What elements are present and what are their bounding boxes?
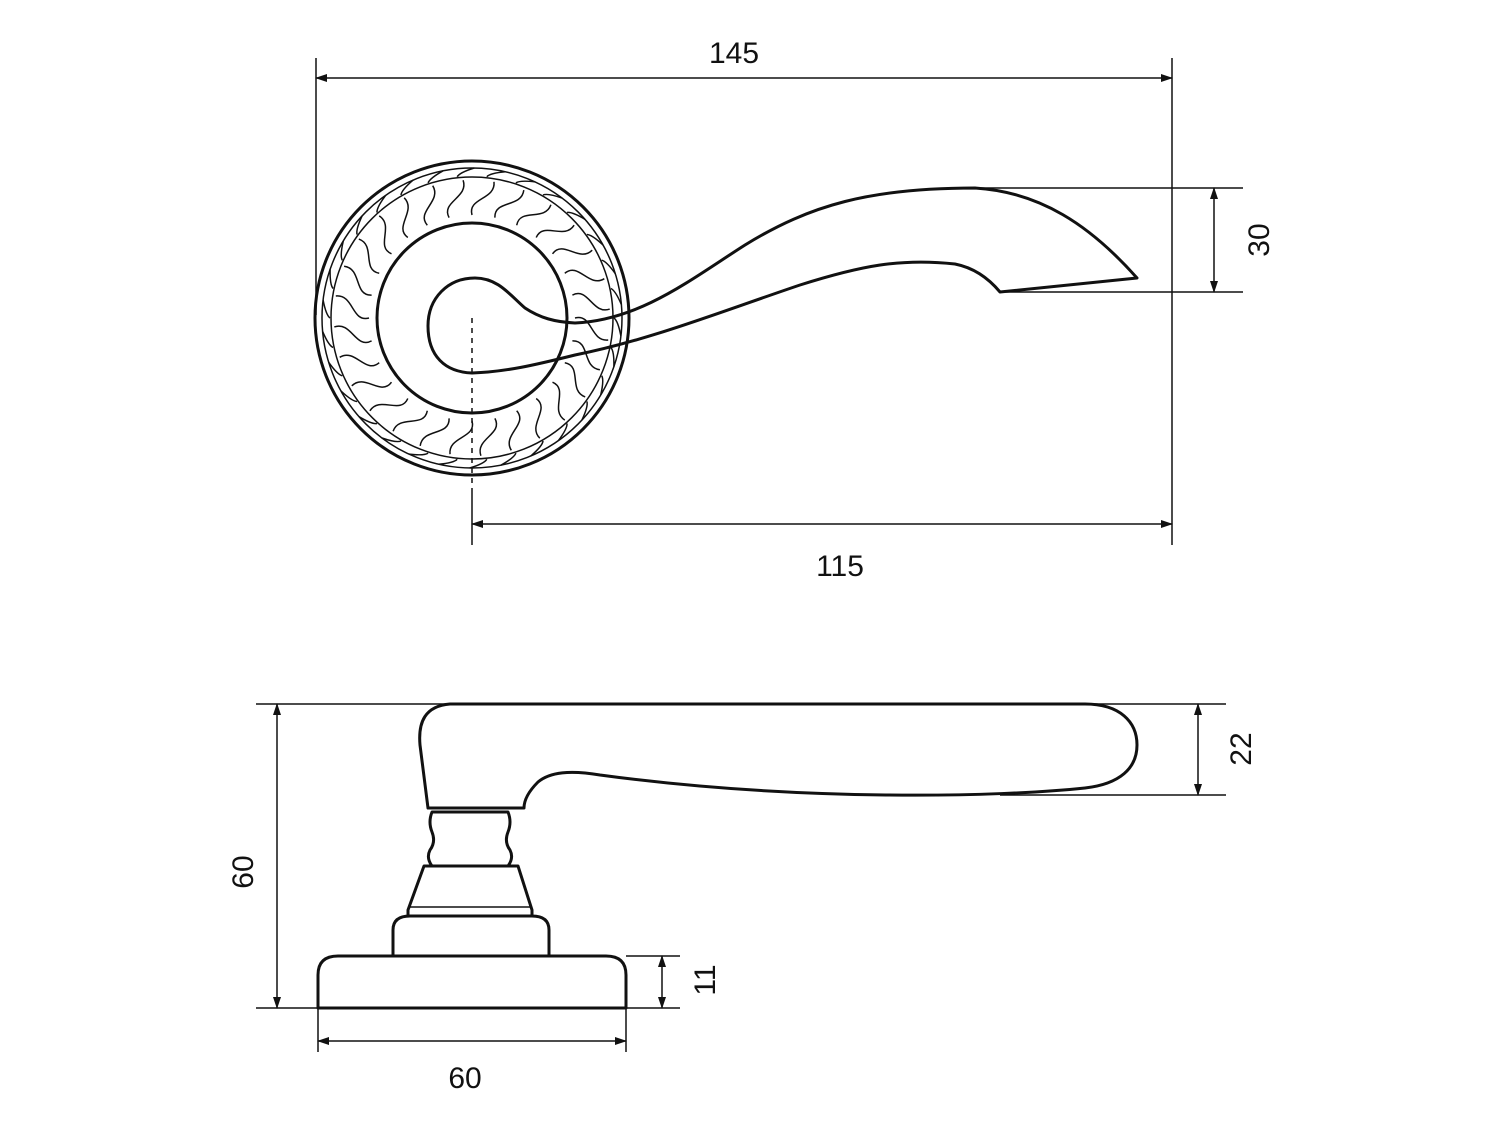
rope-twist: [610, 347, 615, 367]
rope-twist: [469, 458, 488, 469]
rope-twist: [340, 240, 345, 261]
rope-pattern: [321, 167, 623, 469]
rope-twist: [479, 418, 498, 456]
rope-twist: [327, 361, 343, 377]
rope-twist: [335, 295, 370, 320]
rope-twist: [408, 452, 429, 456]
rope-twist: [456, 167, 475, 178]
rope-twist: [500, 452, 517, 466]
rope-twist: [572, 340, 601, 371]
rope-twist: [551, 248, 593, 255]
rope-twist: [378, 215, 392, 255]
rope-twist: [351, 381, 393, 388]
rope-twist: [530, 440, 544, 457]
rope-twist: [508, 410, 521, 451]
rope-twist: [381, 437, 402, 443]
rope-twist: [515, 204, 552, 226]
rope-twist: [613, 317, 622, 337]
rope-twist: [574, 316, 609, 341]
rope-twist: [438, 458, 458, 465]
lever-top-outline: [426, 186, 1139, 375]
rope-twist: [358, 238, 380, 275]
rope-twist: [322, 299, 331, 319]
dimension-label-60-height: 60: [227, 855, 260, 888]
rope-twist: [535, 397, 542, 439]
rope-twist: [321, 331, 334, 349]
rope-twist: [586, 233, 604, 246]
rope-twist: [552, 381, 566, 421]
rope-twist: [329, 269, 334, 289]
top-view: 145 115 30: [313, 37, 1276, 583]
rosette-step: [391, 914, 551, 958]
dimension-label-145: 145: [709, 37, 759, 70]
side-view: 60 22 11 60: [227, 702, 1258, 1095]
rope-twist: [470, 181, 495, 216]
rope-twist: [601, 259, 617, 275]
rope-twist: [564, 269, 605, 282]
rope-twist: [494, 189, 525, 218]
rope-twist: [581, 401, 588, 421]
rope-twist: [392, 410, 429, 432]
rope-twist: [427, 170, 444, 184]
dimension-label-115: 115: [816, 550, 864, 583]
rosette-base: [316, 954, 628, 1010]
rope-twist: [572, 292, 610, 311]
rope-twist: [610, 287, 623, 305]
rosette-outer-circle: [313, 159, 631, 477]
neck-collar: [426, 810, 514, 868]
rope-twist: [542, 193, 563, 199]
rope-twist: [423, 185, 436, 226]
rope-twist: [446, 180, 465, 218]
rope-twist: [358, 416, 378, 425]
rope-twist: [419, 418, 450, 447]
rope-twist: [557, 423, 568, 442]
rope-twist: [339, 354, 380, 367]
rope-twist: [334, 325, 372, 344]
rope-twist: [343, 265, 372, 296]
rope-twist: [566, 211, 586, 220]
rope-twist: [340, 390, 358, 403]
rope-twist: [402, 197, 409, 239]
rope-twist: [564, 361, 586, 398]
rope-twist: [400, 179, 414, 196]
dimension-label-22: 22: [1225, 732, 1258, 765]
rope-twist: [486, 171, 506, 178]
rope-twist: [599, 375, 604, 396]
dimension-label-11: 11: [689, 964, 722, 995]
rope-twist: [356, 215, 363, 235]
neck-cone: [406, 864, 534, 918]
dimension-label-30: 30: [1243, 223, 1276, 256]
rope-twist: [369, 398, 409, 412]
dimension-label-60-width: 60: [448, 1062, 481, 1095]
rope-twist: [376, 194, 387, 213]
rope-twist: [449, 420, 474, 455]
lever-side-outline: [418, 702, 1139, 810]
rope-twist: [535, 224, 575, 238]
rope-twist: [515, 180, 536, 184]
